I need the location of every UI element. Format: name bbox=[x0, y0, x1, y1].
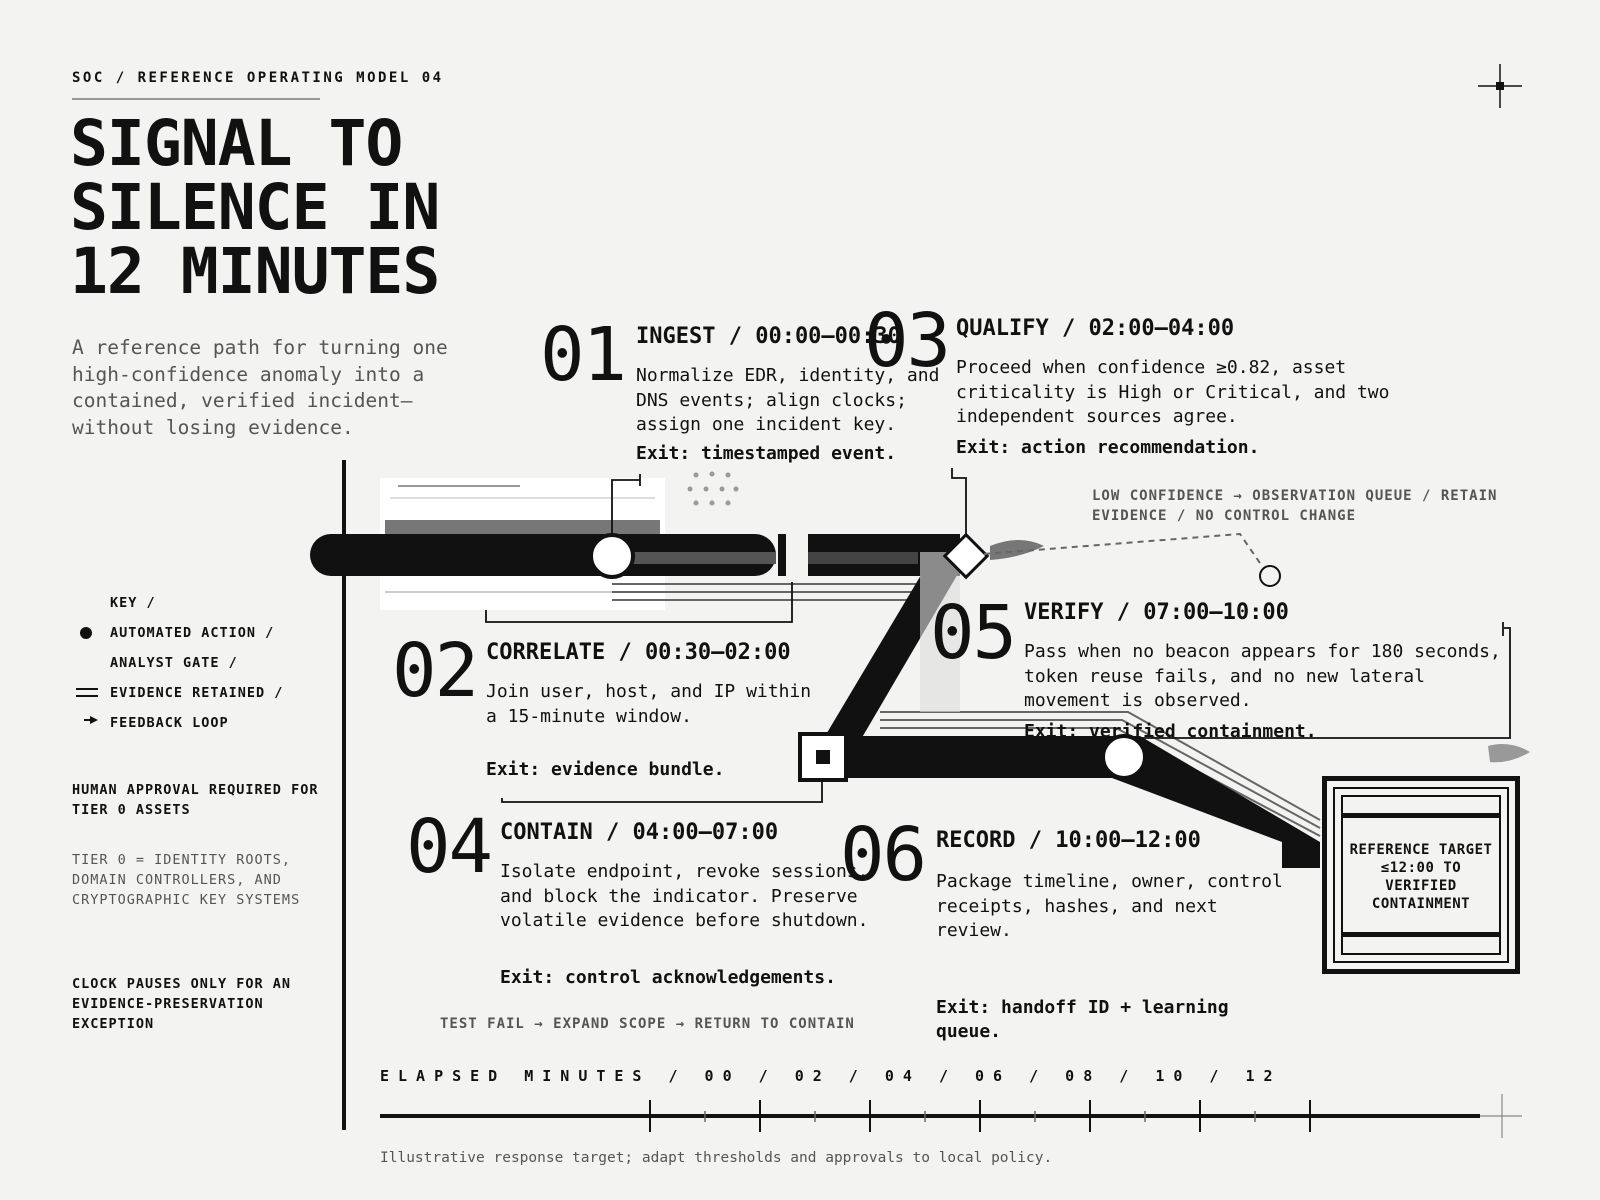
stage-01-title: INGEST / 00:00–00:30 bbox=[636, 324, 901, 349]
legend: KEY / AUTOMATED ACTION / ANALYST GATE / … bbox=[72, 596, 283, 746]
elapsed-axis bbox=[380, 1094, 1522, 1138]
legend-label: AUTOMATED ACTION / bbox=[110, 625, 275, 641]
legend-item-automated: AUTOMATED ACTION / bbox=[72, 626, 283, 656]
note-tier0: TIER 0 = IDENTITY ROOTS, DOMAIN CONTROLL… bbox=[72, 852, 301, 908]
legend-item-gate: ANALYST GATE / bbox=[72, 656, 283, 686]
feedback-loop-line bbox=[983, 532, 1263, 567]
stage-04-number: 04 bbox=[406, 804, 493, 890]
legend-label: ANALYST GATE / bbox=[110, 655, 238, 671]
legend-label: EVIDENCE RETAINED / bbox=[110, 685, 284, 701]
stage-03-exit: Exit: action recommendation. bbox=[956, 437, 1260, 458]
legend-item-feedback: FEEDBACK LOOP bbox=[72, 716, 283, 746]
crosshair-icon bbox=[1478, 64, 1522, 108]
stage-05-title: VERIFY / 07:00–10:00 bbox=[1024, 600, 1289, 625]
stage-04-exit: Exit: control acknowledgements. bbox=[500, 967, 836, 988]
qualify-gate bbox=[942, 532, 990, 580]
legend-title: KEY / bbox=[72, 596, 283, 626]
stage-05-desc: Pass when no beacon appears for 180 seco… bbox=[1024, 641, 1501, 711]
stage-01-number: 01 bbox=[540, 312, 627, 398]
axis-label: ELAPSED MINUTES / 00 / 02 / 04 / 06 / 08… bbox=[380, 1067, 1282, 1085]
stage-01-exit: Exit: timestamped event. bbox=[636, 443, 897, 464]
divider-line bbox=[342, 460, 346, 1130]
noise-dots bbox=[687, 471, 739, 506]
verify-node bbox=[1101, 734, 1147, 780]
smudge bbox=[990, 540, 1044, 560]
target-text: REFERENCE TARGET ≤12:00 TO VERIFIED CONT… bbox=[1349, 842, 1493, 912]
target-frame-outer bbox=[1333, 787, 1509, 963]
test-fail-loop-note: TEST FAIL → EXPAND SCOPE → RETURN TO CON… bbox=[440, 1016, 855, 1032]
legend-item-evidence: EVIDENCE RETAINED / bbox=[72, 686, 283, 716]
double-line-icon bbox=[76, 688, 98, 697]
stage-02-number: 02 bbox=[392, 628, 479, 714]
stage-03-desc: Proceed when confidence ≥0.82, asset cri… bbox=[956, 357, 1390, 427]
arrow-icon bbox=[84, 716, 98, 724]
stage-01-desc: Normalize EDR, identity, and DNS events;… bbox=[636, 365, 940, 435]
stage-06-number: 06 bbox=[840, 812, 927, 898]
stage-06-exit: Exit: handoff ID + learning queue. bbox=[936, 997, 1229, 1042]
stage-02-desc: Join user, host, and IP within a 15-minu… bbox=[486, 681, 812, 727]
kicker-rule bbox=[72, 98, 320, 100]
target-frame-inner bbox=[1341, 795, 1501, 955]
stage-05-exit: Exit: verified containment. bbox=[1024, 721, 1317, 742]
dot-icon bbox=[80, 627, 92, 639]
reference-target-box: REFERENCE TARGET ≤12:00 TO VERIFIED CONT… bbox=[1322, 776, 1520, 974]
observation-queue-node bbox=[1259, 565, 1281, 587]
ingest-pipe bbox=[310, 534, 776, 576]
stage-02-title: CORRELATE / 00:30–02:00 bbox=[486, 640, 791, 665]
stage-03-title: QUALIFY / 02:00–04:00 bbox=[956, 316, 1235, 341]
kicker: SOC / REFERENCE OPERATING MODEL 04 bbox=[72, 70, 444, 86]
legend-title-text: KEY / bbox=[110, 595, 156, 611]
low-confidence-loop-note: LOW CONFIDENCE → OBSERVATION QUEUE / RET… bbox=[1092, 488, 1498, 524]
stage-06-desc: Package timeline, owner, control receipt… bbox=[936, 871, 1283, 941]
stage-02-exit: Exit: evidence bundle. bbox=[486, 759, 725, 780]
target-bar-top bbox=[1341, 813, 1501, 818]
legend-label: FEEDBACK LOOP bbox=[110, 715, 229, 731]
stage-04-desc: Isolate endpoint, revoke sessions, and b… bbox=[500, 861, 869, 931]
verify-pipe bbox=[1112, 736, 1320, 868]
leader-lines bbox=[485, 468, 1511, 803]
stage-03-number: 03 bbox=[864, 298, 951, 384]
note-clock: CLOCK PAUSES ONLY FOR AN EVIDENCE-PRESER… bbox=[72, 976, 292, 1032]
page-title: SIGNAL TO SILENCE IN 12 MINUTES bbox=[70, 107, 440, 308]
stage-04-title: CONTAIN / 04:00–07:00 bbox=[500, 820, 779, 845]
stage-05-number: 05 bbox=[930, 590, 1017, 676]
target-bar-bottom bbox=[1341, 932, 1501, 937]
axis-ticks bbox=[649, 1100, 1311, 1132]
lede: A reference path for turning one high-co… bbox=[72, 336, 448, 439]
footnote: Illustrative response target; adapt thre… bbox=[380, 1150, 1053, 1166]
contain-pipe bbox=[820, 736, 1124, 778]
stage-06-title: RECORD / 10:00–12:00 bbox=[936, 828, 1201, 853]
crosshair-icon bbox=[1480, 1094, 1522, 1138]
ingest-node bbox=[589, 533, 635, 579]
note-approval: HUMAN APPROVAL REQUIRED FOR TIER 0 ASSET… bbox=[72, 782, 319, 818]
evidence-lines bbox=[612, 583, 1321, 837]
